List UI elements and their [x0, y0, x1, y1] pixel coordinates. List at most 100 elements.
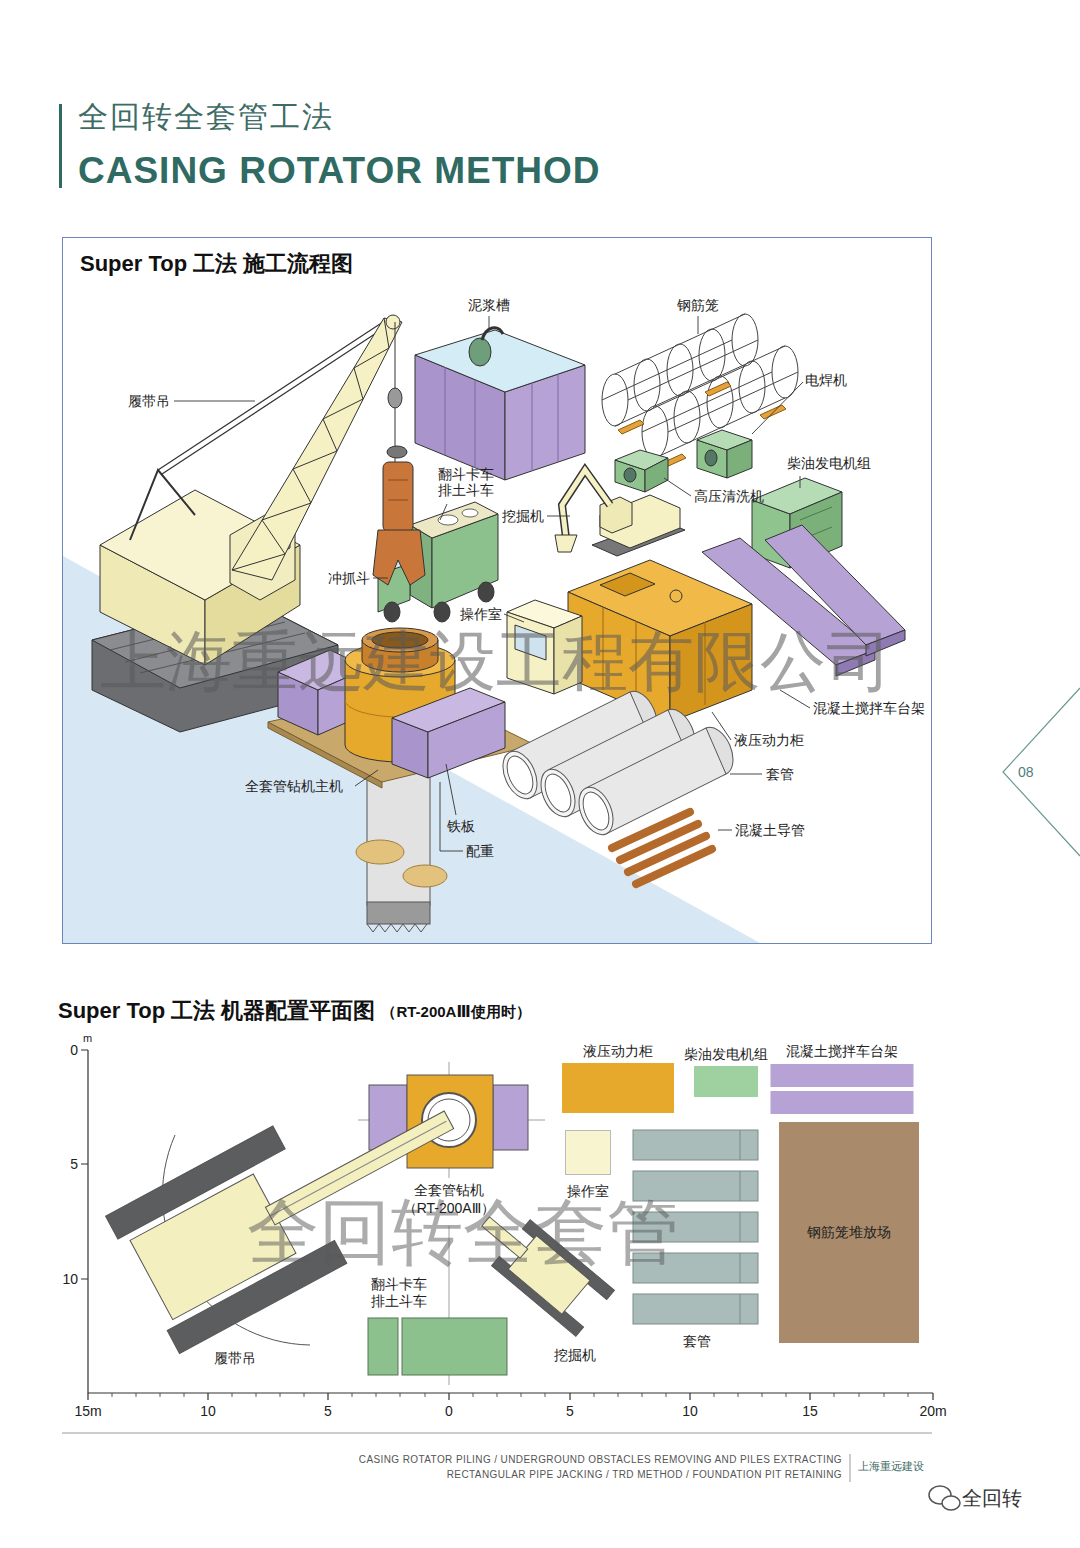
- footer-text: CASING ROTATOR PILING / UNDERGROUND OBST…: [359, 1454, 842, 1466]
- washer-welder-part: [624, 468, 636, 482]
- crane-area: 履带吊: [214, 1350, 256, 1367]
- mixer-ramp-part: [765, 525, 905, 645]
- leader-line-part: [752, 382, 803, 434]
- axis-label: 10: [200, 1403, 216, 1419]
- company-name: 上海重远建设: [858, 1460, 924, 1473]
- vertical-casing-part: [367, 924, 427, 932]
- part-name: 钢筋笼: [677, 297, 719, 313]
- mud-tank-part: [445, 367, 558, 471]
- node-label: 全套管钻机: [414, 1182, 484, 1199]
- leader-line-part: [440, 782, 463, 851]
- node-label: 履带吊: [214, 1350, 256, 1367]
- dump-truck-part: [438, 515, 458, 525]
- account-name: 全回转: [962, 1487, 1022, 1510]
- flow-chart-panel: Super Top 工法 施工流程图: [62, 237, 932, 944]
- vertical-casing: [356, 765, 447, 932]
- dump-truck-part: [434, 602, 450, 622]
- part-name: 液压动力柜: [734, 732, 804, 748]
- hammer-grab-part: [383, 462, 413, 532]
- leader-line-part: [446, 764, 456, 815]
- header-bar: [59, 104, 62, 188]
- part-name: 操作室: [460, 606, 502, 622]
- crawler-crane-part: [232, 318, 389, 570]
- crawler-crane-part: [388, 388, 402, 408]
- part-name: 配重: [466, 843, 494, 859]
- page-chevron-part: [1003, 688, 1080, 856]
- axis-label: 0: [70, 1042, 78, 1058]
- plan-casing-part: [633, 1294, 758, 1324]
- mud-tank-part: [415, 330, 585, 392]
- node-label: 操作室: [567, 1183, 609, 1200]
- leader-line-part: [800, 476, 801, 488]
- footer-text: RECTANGULAR PIPE JACKING / TRD METHOD / …: [447, 1469, 842, 1481]
- dump-truck-area: 翻斗卡车 排土斗车: [368, 1276, 430, 1310]
- hydraulic-unit-block: [562, 1063, 674, 1113]
- crawler-crane-part: [386, 315, 400, 329]
- part-name: 挖掘机: [502, 508, 544, 524]
- footer-rule-part: [62, 1433, 932, 1434]
- axis-label: 10: [682, 1403, 698, 1419]
- vertical-casing-part: [403, 865, 447, 887]
- hammer-grab-part: [373, 530, 425, 585]
- vertical-casing-part: [356, 840, 404, 864]
- casing-pipes-part: [578, 788, 614, 833]
- part-name: 冲抓斗: [328, 570, 370, 586]
- platform-bar: [770, 1064, 913, 1087]
- hydraulic-unit-area: 液压动力柜: [562, 1043, 674, 1113]
- mud-tank-part: [469, 338, 491, 366]
- axis-label: 0: [445, 1403, 453, 1419]
- generator-area: 柴油发电机组: [684, 1046, 768, 1097]
- plan-axis-part: [88, 1050, 933, 1393]
- part-name: 混凝土导管: [735, 822, 805, 838]
- dump-truck-part: [478, 582, 494, 602]
- part-name: 套管: [766, 766, 794, 782]
- section-subtitle: （RT-200AⅢ使用时）: [381, 1003, 530, 1020]
- leader-line-part: [730, 774, 762, 775]
- page-chevron: [1003, 688, 1080, 856]
- washer-welder-part: [727, 440, 752, 478]
- watermark: 上海重远建设工程有限公司: [100, 628, 892, 694]
- wechat-icon-part: [942, 1496, 960, 1510]
- casing-pipes-part: [502, 752, 538, 797]
- tremie-pipe: [612, 812, 712, 884]
- washer-welder: [615, 430, 752, 492]
- plan-rotator-part: [493, 1085, 528, 1150]
- tremie-pipe-part: [636, 849, 712, 884]
- node-label: 液压动力柜: [583, 1043, 653, 1060]
- wechat-icon: [929, 1486, 960, 1510]
- plan-truck-part: [368, 1318, 398, 1375]
- section-title: Super Top 工法 机器配置平面图: [58, 998, 375, 1023]
- excavator: [555, 470, 685, 556]
- axis-label: 5: [324, 1403, 332, 1419]
- page-title: 全回转全套管工法: [78, 100, 334, 135]
- rebar-cage-part: [739, 361, 765, 413]
- plan-truck-part: [402, 1318, 507, 1375]
- hammer-grab: [373, 462, 425, 585]
- part-name: 电焊机: [805, 372, 847, 388]
- rebar-cage-part: [667, 344, 693, 396]
- crawler-crane-part: [387, 446, 407, 458]
- counterweight: [392, 688, 505, 778]
- vertical-casing-part: [367, 902, 430, 924]
- casing-pipes: [496, 686, 739, 840]
- leader-line-part: [373, 578, 388, 579]
- rebar-cage-part: [699, 329, 725, 381]
- hammer-grab-part: [388, 480, 408, 500]
- casing-pipes-part: [496, 746, 543, 804]
- rebar-cage-part: [634, 359, 660, 411]
- crawler-crane-part: [130, 470, 195, 540]
- axis-label: 5: [70, 1156, 78, 1172]
- rebar-cage-part: [732, 314, 758, 366]
- rebar-cage-part: [602, 374, 628, 426]
- cage-yard: 钢筋笼堆放场: [779, 1122, 919, 1343]
- part-name: 全套管钻机主机: [245, 778, 343, 794]
- generator-block: [694, 1066, 758, 1097]
- plan-axis: [81, 1050, 933, 1400]
- rotator-area: 全套管钻机（RT-200AⅢ）: [403, 1182, 496, 1217]
- casing-pipes-part: [572, 782, 619, 840]
- part-name: 翻斗卡车 排土斗车: [436, 466, 496, 498]
- rebar-cage: [602, 314, 798, 458]
- mixer-platform-area: 混凝土搅拌车台架: [770, 1043, 913, 1114]
- header-bar-part: [59, 104, 62, 188]
